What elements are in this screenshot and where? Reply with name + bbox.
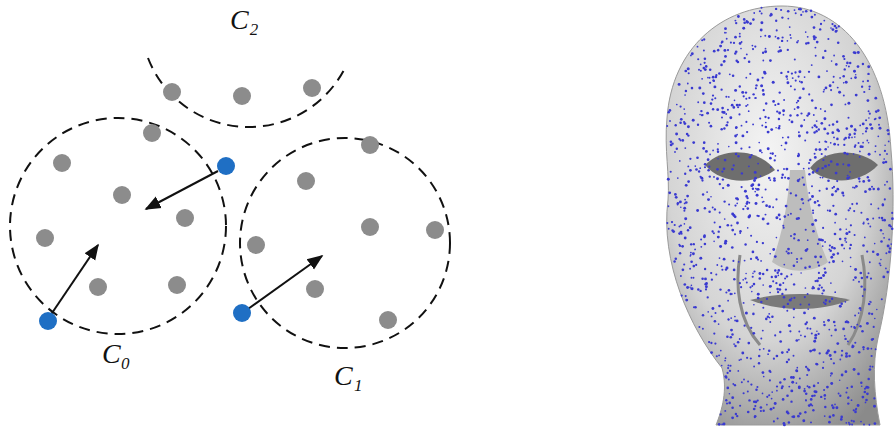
cluster-circles [10, 58, 450, 348]
cluster-label: C₀ [102, 340, 130, 368]
head-model [666, 6, 894, 426]
cluster-label: C₁ [334, 362, 362, 390]
cluster-label: C₂ [230, 6, 258, 34]
move-arrows [50, 171, 322, 316]
blue-points [39, 157, 251, 330]
grey-points [36, 79, 444, 329]
